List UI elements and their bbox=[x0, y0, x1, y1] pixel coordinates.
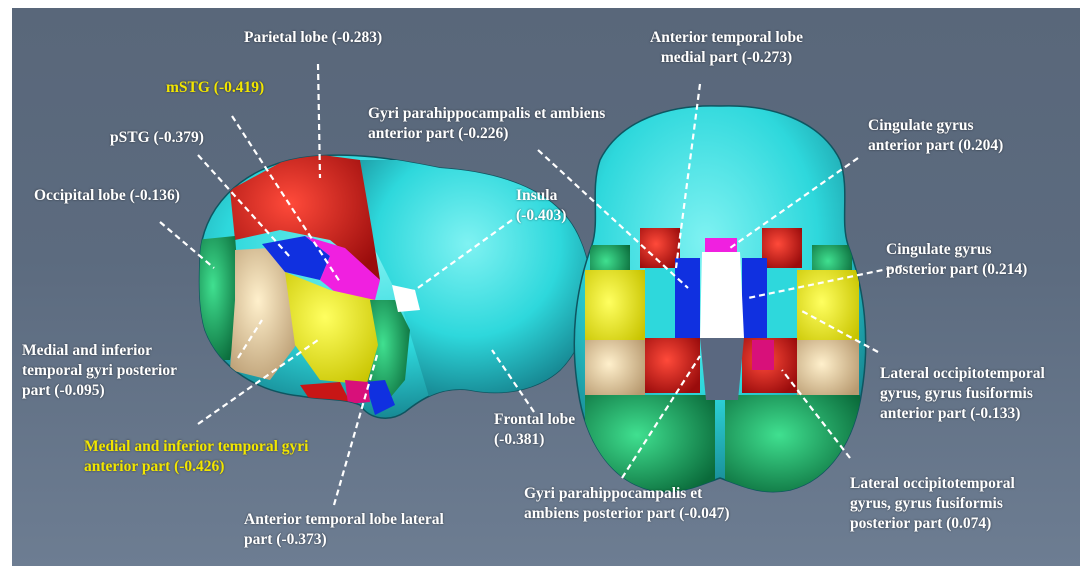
label-line: mSTG (-0.419) bbox=[166, 78, 264, 98]
label-gyri-parahippocampalis-anterior: Gyri parahippocampalis et ambiens anteri… bbox=[368, 104, 605, 144]
label-line: Medial and inferior temporal gyri bbox=[84, 437, 308, 457]
label-lateral-occipitotemporal-anterior: Lateral occipitotemporal gyrus, gyrus fu… bbox=[880, 364, 1045, 424]
label-line: temporal gyri posterior bbox=[22, 361, 177, 381]
label-line: gyrus, gyrus fusiformis bbox=[880, 384, 1045, 404]
label-lateral-occipitotemporal-posterior: Lateral occipitotemporal gyrus, gyrus fu… bbox=[850, 474, 1015, 534]
label-line: pSTG (-0.379) bbox=[110, 128, 204, 148]
ventral-left-cyan-medial bbox=[645, 268, 675, 338]
label-pstg: pSTG (-0.379) bbox=[110, 128, 204, 148]
label-mstg: mSTG (-0.419) bbox=[166, 78, 264, 98]
label-anterior-temporal-medial: Anterior temporal lobe medial part (-0.2… bbox=[650, 28, 803, 68]
label-frontal-lobe: Frontal lobe (-0.381) bbox=[494, 410, 575, 450]
label-line: Parietal lobe (-0.283) bbox=[244, 28, 382, 48]
label-medial-inferior-temporal-anterior: Medial and inferior temporal gyri anteri… bbox=[84, 437, 308, 477]
label-line: gyrus, gyrus fusiformis bbox=[850, 494, 1015, 514]
ventral-left-green-occipital bbox=[585, 395, 715, 495]
label-line: posterior part (0.214) bbox=[886, 260, 1027, 280]
label-line: anterior part (-0.426) bbox=[84, 457, 308, 477]
label-occipital-lobe: Occipital lobe (-0.136) bbox=[34, 186, 180, 206]
label-anterior-temporal-lateral: Anterior temporal lobe lateral part (-0.… bbox=[244, 510, 444, 550]
lower-pink-patch bbox=[345, 380, 370, 404]
ventral-left-beige bbox=[585, 340, 645, 400]
ventral-right-blue bbox=[742, 258, 767, 338]
label-line: anterior part (-0.133) bbox=[880, 404, 1045, 424]
label-line: part (-0.095) bbox=[22, 381, 177, 401]
label-line: Cingulate gyrus bbox=[868, 116, 1003, 136]
label-line: Gyri parahippocampalis et bbox=[524, 484, 730, 504]
label-line: Anterior temporal lobe bbox=[650, 28, 803, 48]
label-parietal-lobe: Parietal lobe (-0.283) bbox=[244, 28, 382, 48]
label-line: Lateral occipitotemporal bbox=[850, 474, 1015, 494]
label-cingulate-posterior: Cingulate gyrus posterior part (0.214) bbox=[886, 240, 1027, 280]
label-line: Insula bbox=[516, 186, 566, 206]
label-line: part (-0.373) bbox=[244, 530, 444, 550]
ventral-right-pink bbox=[752, 340, 774, 370]
label-line: posterior part (0.074) bbox=[850, 514, 1015, 534]
label-insula: Insula (-0.403) bbox=[516, 186, 566, 226]
ventral-right-cyan-medial bbox=[767, 268, 797, 338]
label-line: medial part (-0.273) bbox=[650, 48, 803, 68]
label-line: Cingulate gyrus bbox=[886, 240, 1027, 260]
label-line: Lateral occipitotemporal bbox=[880, 364, 1045, 384]
label-line: (-0.381) bbox=[494, 430, 575, 450]
ventral-brainstem bbox=[700, 338, 744, 400]
label-line: Frontal lobe bbox=[494, 410, 575, 430]
label-gyri-parahippocampalis-posterior: Gyri parahippocampalis et ambiens poster… bbox=[524, 484, 730, 524]
ventral-midline-white bbox=[700, 252, 744, 338]
ventral-left-blue bbox=[675, 258, 700, 338]
label-cingulate-anterior: Cingulate gyrus anterior part (0.204) bbox=[868, 116, 1003, 156]
label-line: anterior part (0.204) bbox=[868, 136, 1003, 156]
ventral-brain-view bbox=[574, 106, 865, 495]
label-medial-inferior-temporal-posterior: Medial and inferior temporal gyri poster… bbox=[22, 341, 177, 401]
ventral-midline-magenta bbox=[705, 238, 737, 252]
label-line: anterior part (-0.226) bbox=[368, 124, 605, 144]
ventral-right-red-upper bbox=[762, 228, 802, 268]
label-line: Medial and inferior bbox=[22, 341, 177, 361]
ventral-left-red-lower bbox=[645, 338, 700, 393]
label-line: (-0.403) bbox=[516, 206, 566, 226]
label-line: Gyri parahippocampalis et ambiens bbox=[368, 104, 605, 124]
ventral-right-green-occipital bbox=[725, 395, 860, 495]
label-line: ambiens posterior part (-0.047) bbox=[524, 504, 730, 524]
ventral-left-yellow bbox=[585, 270, 645, 350]
ventral-right-beige bbox=[797, 340, 859, 400]
label-line: Anterior temporal lobe lateral bbox=[244, 510, 444, 530]
label-line: Occipital lobe (-0.136) bbox=[34, 186, 180, 206]
